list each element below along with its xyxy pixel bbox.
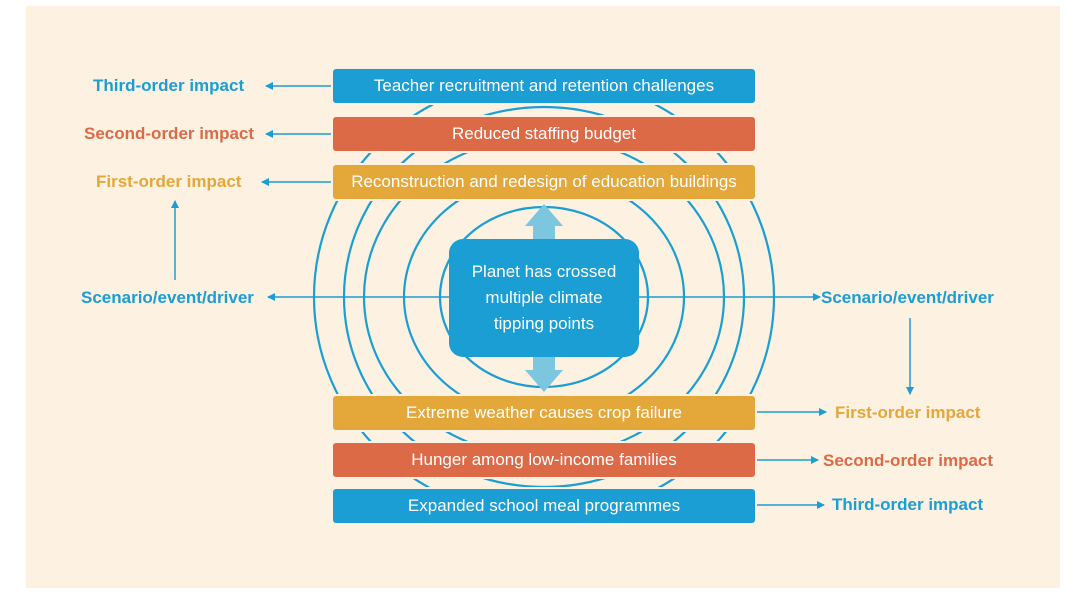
right-third-order-label: Third-order impact (832, 495, 984, 514)
left-third-order-label: Third-order impact (93, 76, 245, 95)
right-driver-label: Scenario/event/driver (821, 288, 994, 307)
first-order-bottom-text: Extreme weather causes crop failure (406, 403, 682, 422)
center-line-1: Planet has crossed (471, 262, 617, 281)
first-order-bottom-bar: Extreme weather causes crop failure (333, 396, 755, 430)
second-order-top-text: Reduced staffing budget (452, 124, 636, 143)
first-order-top-text: Reconstruction and redesign of education… (351, 172, 737, 191)
first-order-top-bar: Reconstruction and redesign of education… (333, 165, 755, 199)
central-driver-node: Planet has crossed multiple climate tipp… (449, 239, 639, 357)
second-order-bottom-text: Hunger among low-income families (411, 450, 677, 469)
center-line-3: tipping points (493, 314, 595, 333)
down-arrow (525, 356, 563, 392)
left-driver-label: Scenario/event/driver (81, 288, 254, 307)
right-second-order-label: Second-order impact (823, 451, 994, 470)
left-second-order-label: Second-order impact (84, 124, 255, 143)
third-order-bottom-bar: Expanded school meal programmes (333, 489, 755, 523)
third-order-top-text: Teacher recruitment and retention challe… (373, 76, 715, 95)
second-order-bottom-bar: Hunger among low-income families (333, 443, 755, 477)
right-first-order-label: First-order impact (835, 403, 981, 422)
third-order-top-bar: Teacher recruitment and retention challe… (333, 69, 755, 103)
left-first-order-label: First-order impact (96, 172, 242, 191)
up-arrow (525, 204, 563, 240)
center-line-2: multiple climate (485, 288, 603, 307)
third-order-bottom-text: Expanded school meal programmes (407, 496, 681, 515)
second-order-top-bar: Reduced staffing budget (333, 117, 755, 151)
